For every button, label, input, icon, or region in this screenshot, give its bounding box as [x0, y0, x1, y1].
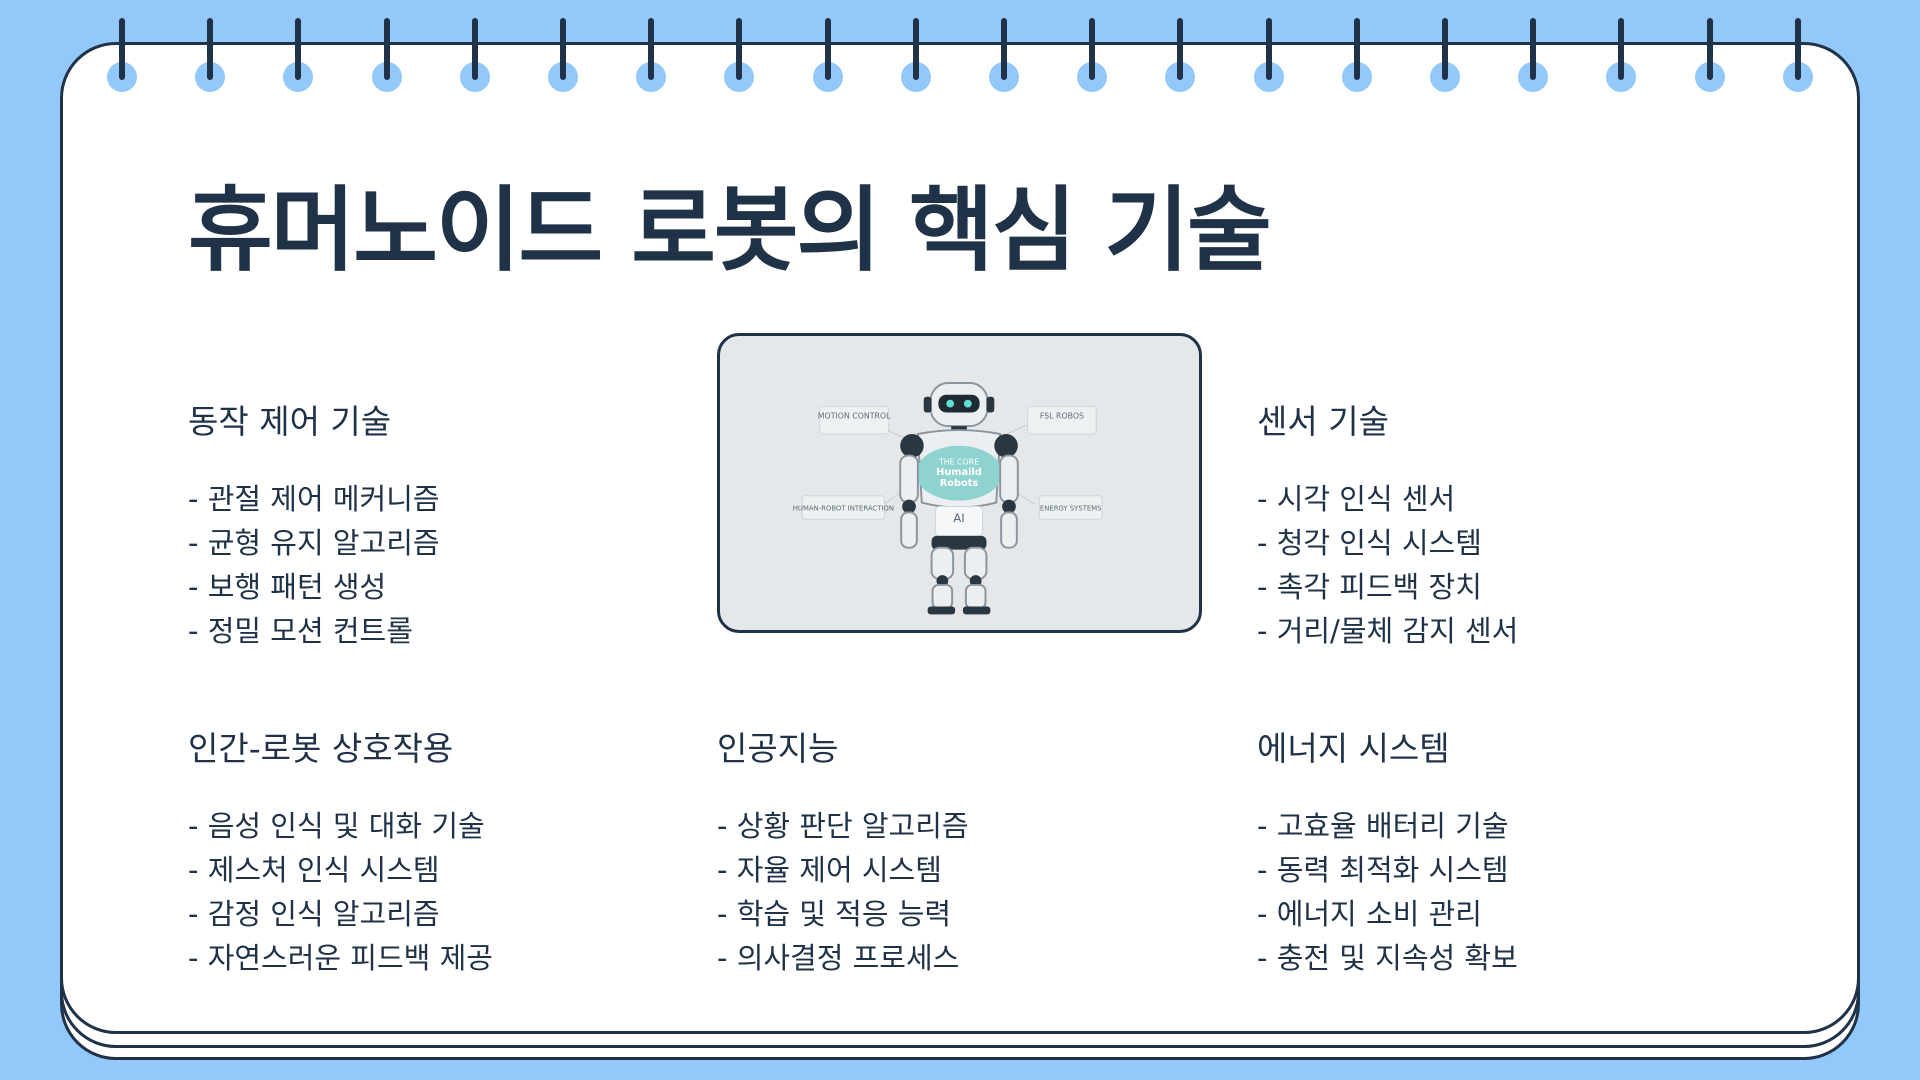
label-energy-systems: ENERGY SYSTEMS: [1040, 504, 1102, 512]
list-item: 에너지 소비 관리: [1257, 892, 1777, 936]
binding-ring: [1781, 18, 1815, 94]
label-human-robot-interaction: HUMAN-ROBOT INTERACTION: [793, 504, 894, 512]
label-motion-control: MOTION CONTROL: [818, 411, 891, 420]
spiral-binding: [0, 0, 1920, 100]
page-title: 휴머노이드 로봇의 핵심 기술: [188, 177, 1272, 284]
binding-ring: [1604, 18, 1638, 94]
binding-ring: [1340, 18, 1374, 94]
item-list: 시각 인식 센서 청각 인식 시스템 촉각 피드백 장치 거리/물체 감지 센서: [1257, 477, 1777, 653]
item-list: 고효율 배터리 기술 동력 최적화 시스템 에너지 소비 관리 충전 및 지속성…: [1257, 804, 1777, 980]
binding-ring: [1075, 18, 1109, 94]
item-list: 상황 판단 알고리즘 자율 제어 시스템 학습 및 적응 능력 의사결정 프로세…: [717, 804, 1237, 980]
binding-ring: [281, 18, 315, 94]
list-item: 의사결정 프로세스: [717, 936, 1237, 980]
section-heading: 동작 제어 기술: [188, 402, 392, 441]
list-item: 자율 제어 시스템: [717, 848, 1237, 892]
list-item: 감정 인식 알고리즘: [188, 892, 708, 936]
section-heading: 센서 기술: [1257, 402, 1389, 441]
robot-image: MOTION CONTROL FSL ROBOS HUMAN-ROBOT INT…: [717, 333, 1202, 633]
binding-ring: [370, 18, 404, 94]
label-fsl-robos: FSL ROBOS: [1040, 411, 1084, 420]
section-energy: 에너지 시스템 고효율 배터리 기술 동력 최적화 시스템 에너지 소비 관리 …: [1257, 722, 1777, 980]
binding-ring: [105, 18, 139, 94]
binding-ring: [546, 18, 580, 94]
list-item: 제스처 인식 시스템: [188, 848, 708, 892]
list-item: 고효율 배터리 기술: [1257, 804, 1777, 848]
binding-ring: [1163, 18, 1197, 94]
section-heading: 에너지 시스템: [1257, 729, 1450, 768]
binding-ring: [1516, 18, 1550, 94]
label-ai: AI: [953, 511, 965, 525]
item-list: 관절 제어 메커니즘 균형 유지 알고리즘 보행 패턴 생성 정밀 모션 컨트롤: [188, 477, 708, 653]
section-human-robot-interaction: 인간-로봇 상호작용 음성 인식 및 대화 기술 제스처 인식 시스템 감정 인…: [188, 722, 708, 980]
list-item: 촉각 피드백 장치: [1257, 565, 1777, 609]
binding-ring: [987, 18, 1021, 94]
list-item: 상황 판단 알고리즘: [717, 804, 1237, 848]
binding-ring: [722, 18, 756, 94]
list-item: 충전 및 지속성 확보: [1257, 936, 1777, 980]
section-heading: 인간-로봇 상호작용: [188, 729, 454, 768]
label-the-core: THE CORE: [938, 457, 979, 466]
label-robots: Robots: [940, 478, 979, 489]
binding-ring: [193, 18, 227, 94]
item-list: 음성 인식 및 대화 기술 제스처 인식 시스템 감정 인식 알고리즘 자연스러…: [188, 804, 708, 980]
section-sensor: 센서 기술 시각 인식 센서 청각 인식 시스템 촉각 피드백 장치 거리/물체…: [1257, 395, 1777, 653]
list-item: 자연스러운 피드백 제공: [188, 936, 708, 980]
binding-ring: [634, 18, 668, 94]
robot-illustration: MOTION CONTROL FSL ROBOS HUMAN-ROBOT INT…: [793, 382, 1103, 615]
binding-ring: [1693, 18, 1727, 94]
list-item: 거리/물체 감지 센서: [1257, 609, 1777, 653]
list-item: 시각 인식 센서: [1257, 477, 1777, 521]
binding-ring: [1428, 18, 1462, 94]
binding-ring: [899, 18, 933, 94]
binding-ring: [458, 18, 492, 94]
list-item: 음성 인식 및 대화 기술: [188, 804, 708, 848]
binding-ring: [1252, 18, 1286, 94]
list-item: 정밀 모션 컨트롤: [188, 609, 708, 653]
list-item: 균형 유지 알고리즘: [188, 521, 708, 565]
section-motion-control: 동작 제어 기술 관절 제어 메커니즘 균형 유지 알고리즘 보행 패턴 생성 …: [188, 395, 708, 653]
list-item: 관절 제어 메커니즘: [188, 477, 708, 521]
list-item: 학습 및 적응 능력: [717, 892, 1237, 936]
list-item: 청각 인식 시스템: [1257, 521, 1777, 565]
label-humaild: Humaild: [936, 467, 982, 478]
list-item: 보행 패턴 생성: [188, 565, 708, 609]
binding-ring: [811, 18, 845, 94]
list-item: 동력 최적화 시스템: [1257, 848, 1777, 892]
section-heading: 인공지능: [717, 729, 839, 768]
section-ai: 인공지능 상황 판단 알고리즘 자율 제어 시스템 학습 및 적응 능력 의사결…: [717, 722, 1237, 980]
